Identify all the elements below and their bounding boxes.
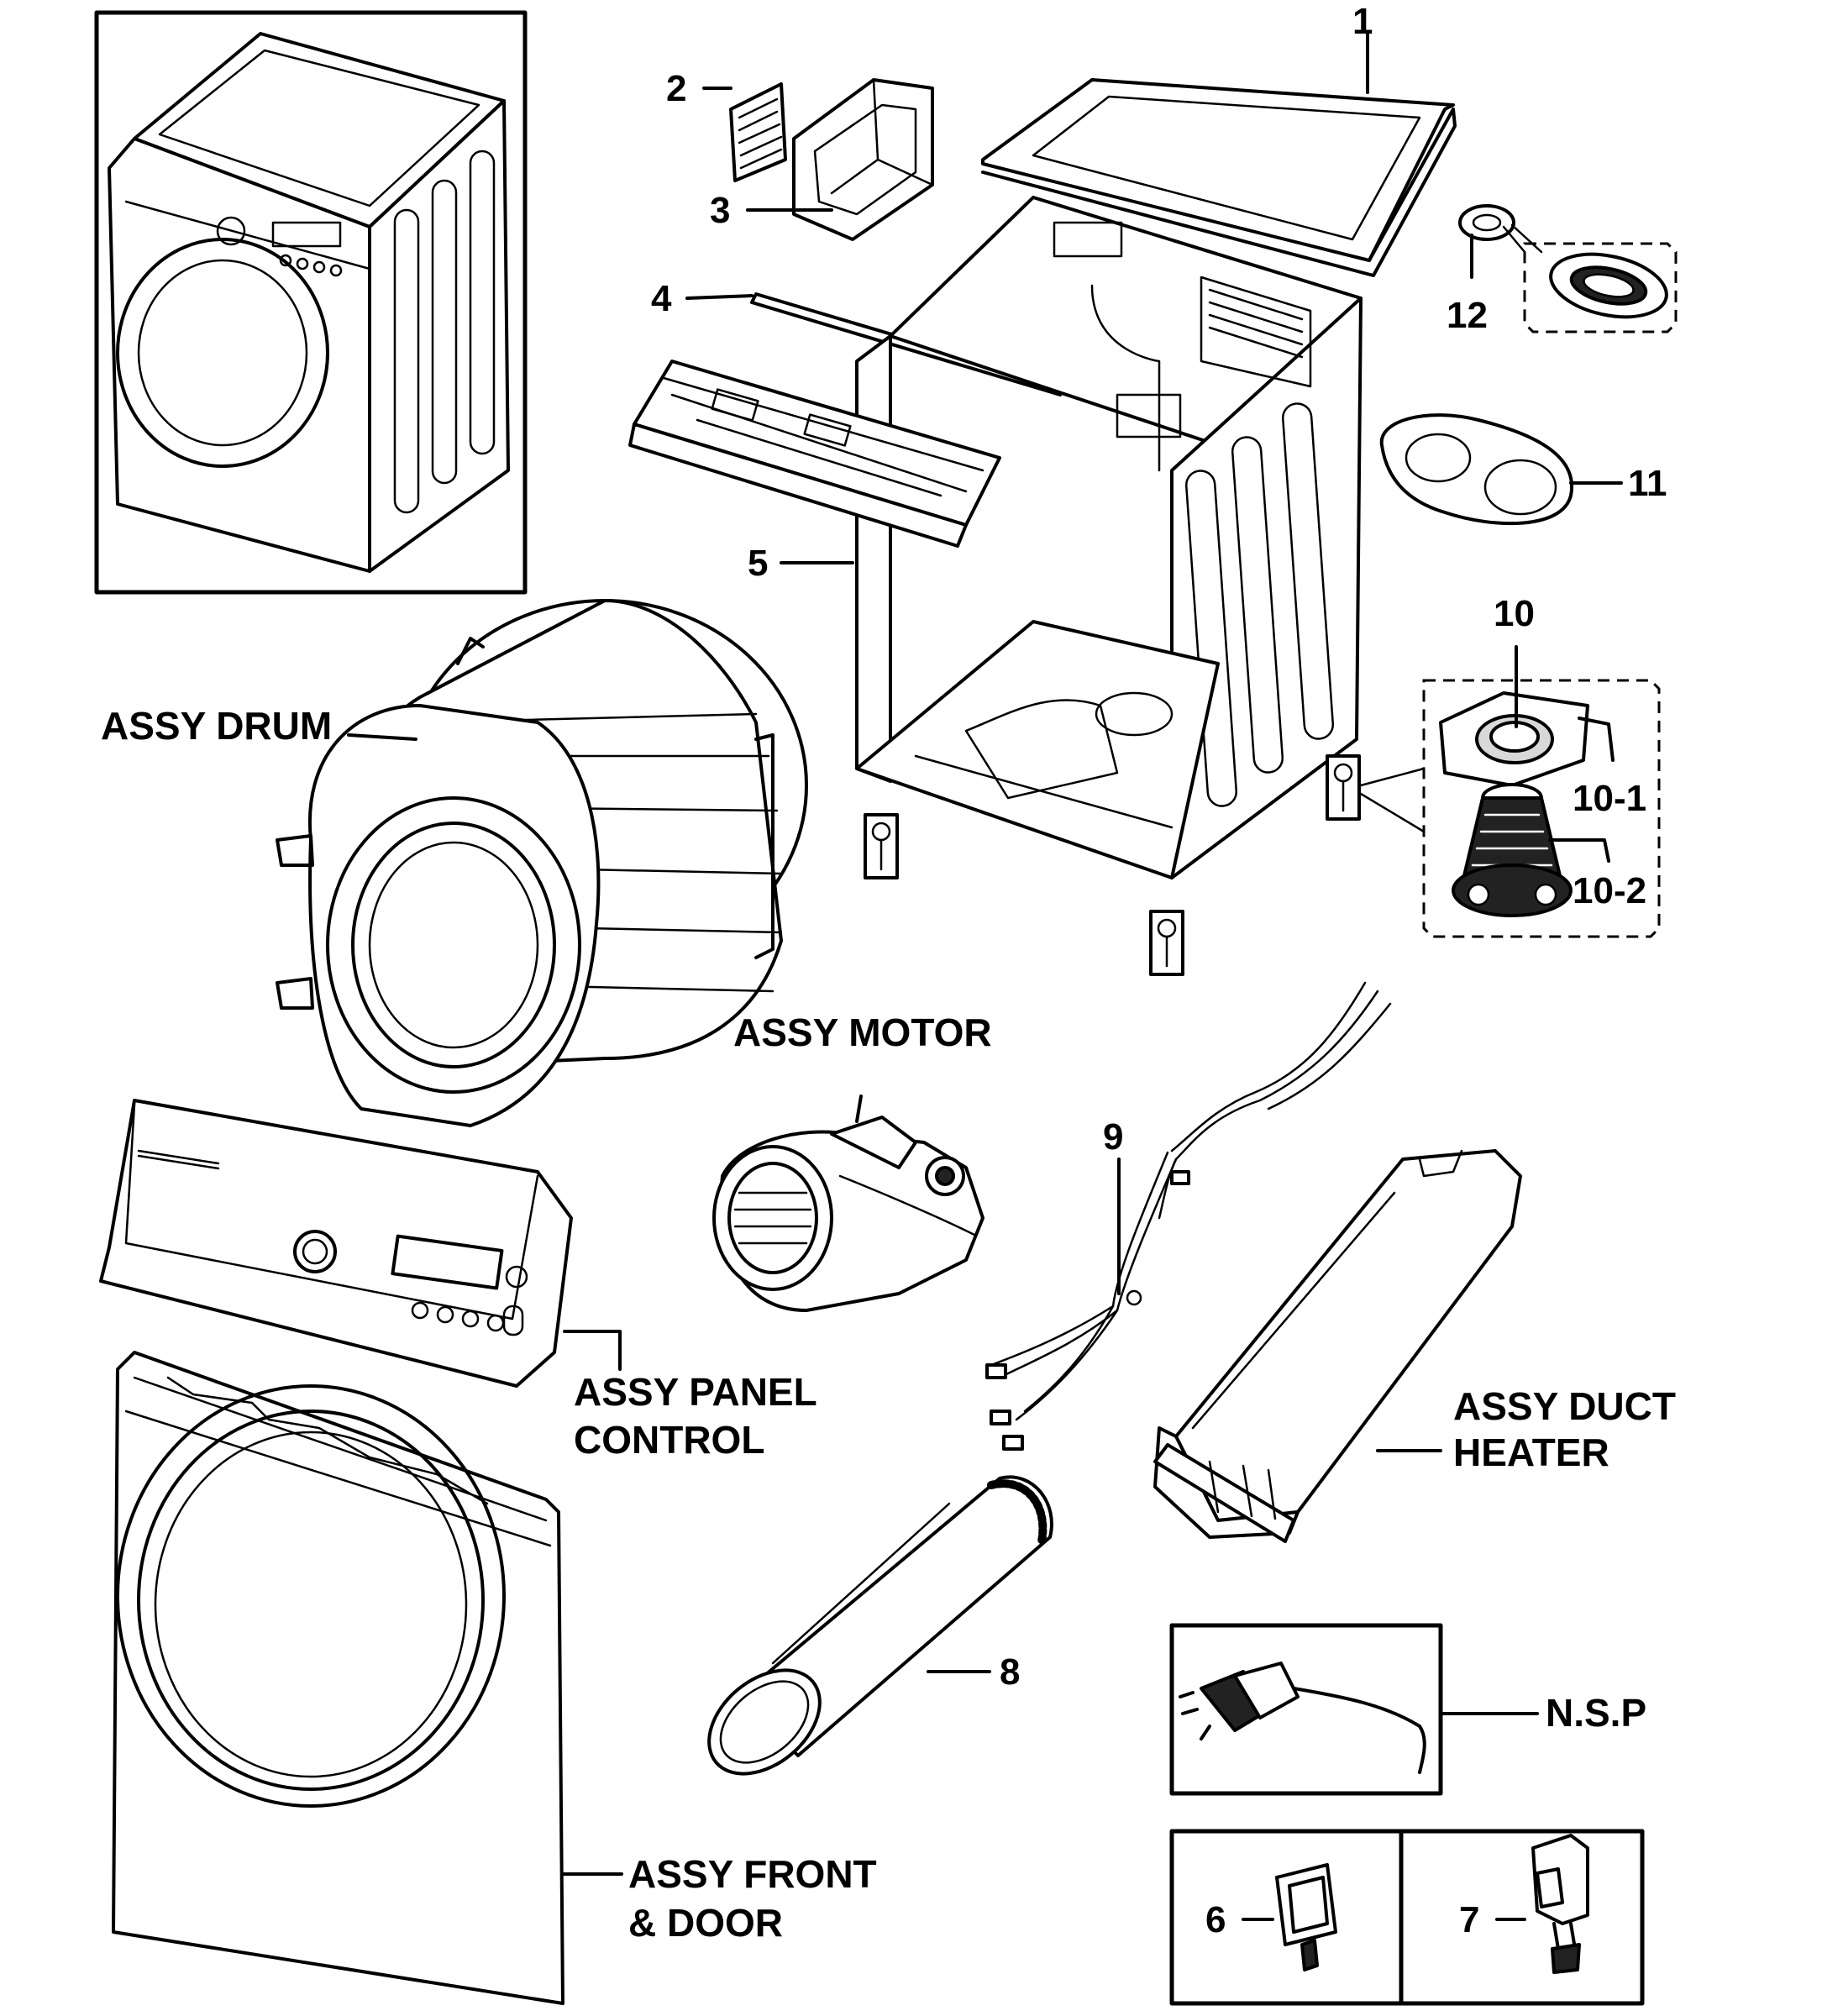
power-cord-part	[1179, 1662, 1426, 1774]
power-cord-box	[1169, 1623, 1443, 1796]
leader-4	[685, 294, 753, 300]
drum-assembly-illustration	[276, 599, 808, 1127]
label-assy-panel-line1: ASSY PANEL	[574, 1370, 817, 1414]
callout-7: 7	[1459, 1899, 1479, 1940]
label-assy-drum: ASSY DRUM	[101, 704, 332, 748]
label-assy-motor: ASSY MOTOR	[733, 1011, 992, 1054]
callout-10-1: 10-1	[1573, 778, 1646, 819]
callout-12: 12	[1447, 295, 1488, 336]
callout-6: 6	[1205, 1899, 1226, 1940]
top-plate-part	[981, 78, 1457, 277]
wire-clip-part-7	[1531, 1834, 1589, 1974]
leader-assy-panel	[563, 1330, 622, 1371]
gasket-part	[1458, 204, 1515, 241]
motor-assembly-illustration	[712, 1095, 985, 1312]
filter-grille-part	[729, 82, 787, 182]
callout-3: 3	[710, 190, 730, 231]
rubber-foot-part	[1452, 783, 1573, 917]
callout-8: 8	[1000, 1651, 1020, 1693]
callout-10-2: 10-2	[1573, 870, 1646, 911]
callout-1: 1	[1352, 1, 1373, 42]
leader-foot-detail	[1359, 767, 1426, 833]
leader-10-1	[1578, 717, 1615, 762]
callout-2: 2	[666, 68, 686, 109]
clip-parts-box	[1169, 1829, 1645, 2006]
foot-plate-part	[1439, 691, 1589, 787]
label-nsp: N.S.P	[1546, 1691, 1646, 1735]
dryer-overview-illustration	[94, 10, 528, 595]
control-bracket-part	[628, 360, 1001, 548]
duct-tube-part	[707, 1475, 1053, 1776]
label-assy-panel-line2: CONTROL	[574, 1418, 764, 1462]
callout-10: 10	[1494, 593, 1535, 634]
wire-harness-part	[985, 981, 1392, 1451]
leader-10-2	[1548, 838, 1610, 863]
wire-clip-part-6	[1275, 1863, 1337, 1971]
leader-12-detail	[1502, 223, 1543, 254]
callout-4: 4	[651, 278, 672, 319]
callout-5: 5	[748, 543, 768, 584]
detail-box-10	[1422, 679, 1661, 938]
cabinet-frame-part	[855, 196, 1363, 976]
callout-11: 11	[1628, 463, 1667, 504]
callout-9: 9	[1103, 1116, 1123, 1158]
front-door-assembly-illustration	[112, 1351, 564, 2005]
control-panel-illustration	[99, 1099, 573, 1388]
label-assy-front-line1: ASSY FRONT	[628, 1852, 877, 1896]
label-assy-duct-line2: HEATER	[1453, 1431, 1609, 1474]
label-assy-duct-line1: ASSY DUCT	[1453, 1384, 1676, 1428]
leader-assy-drum	[347, 733, 417, 741]
duct-heater-assembly-illustration	[1153, 1149, 1522, 1543]
blower-housing-part	[1549, 252, 1668, 319]
label-assy-front-line2: & DOOR	[628, 1901, 783, 1945]
mount-bracket-part	[792, 78, 934, 241]
duct-seal-part	[1379, 413, 1574, 526]
detail-box-12	[1523, 242, 1678, 333]
